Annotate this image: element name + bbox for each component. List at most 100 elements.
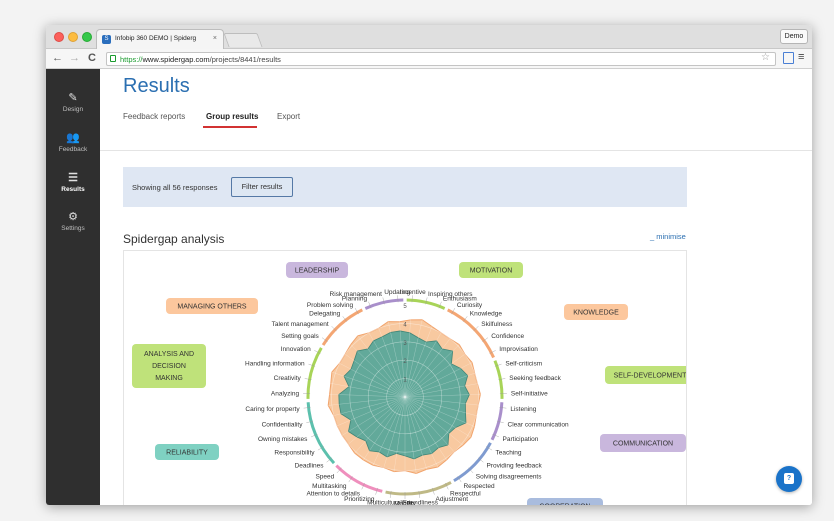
url-path: /projects/8441/results <box>209 55 281 64</box>
help-button[interactable]: ? <box>776 466 802 492</box>
grid-spoke <box>313 396 406 408</box>
item-label: Innovation <box>281 346 311 353</box>
label-tick <box>308 363 316 367</box>
extension-icon[interactable] <box>783 52 794 64</box>
label-tick <box>438 301 442 309</box>
sidebar-item-settings[interactable]: ⚙ Settings <box>46 210 100 232</box>
category-badge <box>564 304 628 320</box>
grid-spoke <box>404 396 456 474</box>
item-label: Multiculturalism <box>367 499 412 505</box>
category-badge <box>166 298 258 314</box>
grid-spoke <box>317 367 406 398</box>
item-label: Confidence <box>491 333 524 340</box>
minimise-link[interactable]: _ minimise <box>650 232 686 241</box>
page-title: Results <box>123 75 190 97</box>
label-tick <box>317 446 325 451</box>
label-tick <box>368 301 372 309</box>
bookmark-star-icon[interactable]: ☆ <box>761 52 770 63</box>
profile-button[interactable]: Demo <box>780 29 808 44</box>
category-badge <box>459 262 523 278</box>
minimize-window-icon[interactable] <box>68 32 78 42</box>
item-label: Responsibility <box>274 450 315 457</box>
browser-tab[interactable]: S Infobip 360 DEMO | Spiderg × <box>96 29 224 49</box>
ring-label: 1 <box>403 378 407 384</box>
item-label: Mobility <box>394 501 417 506</box>
item-label: Adjustment <box>436 496 469 503</box>
category-badge <box>600 434 686 452</box>
grid-spoke <box>398 305 406 398</box>
new-tab-button[interactable] <box>223 33 263 47</box>
category-label: MANAGING OTHERS <box>177 304 247 311</box>
sidebar-item-results[interactable]: ☰ Results <box>46 171 100 193</box>
section-title: Spidergap analysis <box>123 232 225 246</box>
category-label: SELF-DEVELOPMENT <box>614 373 687 380</box>
ring-label: 5 <box>403 304 407 310</box>
gear-icon: ⚙ <box>68 211 78 223</box>
pencil-icon: ✎ <box>68 92 78 104</box>
item-label: Knowledge <box>470 311 503 318</box>
grid-spoke <box>404 343 480 398</box>
active-tab-indicator <box>203 126 257 128</box>
tab-close-icon[interactable]: × <box>212 35 217 42</box>
label-tick <box>397 295 399 303</box>
responses-count: Showing all 56 responses <box>132 183 218 192</box>
grid-spoke <box>320 396 406 434</box>
item-label: Participation <box>503 436 539 443</box>
browser-menu-icon[interactable]: ≡ <box>798 51 805 63</box>
grid-spoke <box>404 316 451 398</box>
item-label: Multitasking <box>312 483 347 490</box>
item-label: Solving disagreements <box>476 473 543 480</box>
item-label: Deadlines <box>295 462 325 469</box>
forward-icon[interactable]: → <box>69 52 80 64</box>
item-label: Self-initiative <box>511 391 548 398</box>
category-label: ANALYSIS AND <box>144 351 194 358</box>
label-tick <box>321 337 328 342</box>
grid-spoke <box>404 380 496 398</box>
category-badge <box>286 262 348 278</box>
category-label: COMMUNICATION <box>613 441 673 448</box>
close-window-icon[interactable] <box>54 32 64 42</box>
sidebar-item-label: Settings <box>61 225 85 232</box>
sidebar-item-design[interactable]: ✎ Design <box>46 91 100 113</box>
item-label: Skilfulness <box>481 321 513 328</box>
tab-group-results[interactable]: Group results <box>206 112 259 121</box>
item-label: Updating <box>384 289 410 296</box>
category-arc <box>335 464 383 493</box>
maximize-window-icon[interactable] <box>82 32 92 42</box>
category-label: LEADERSHIP <box>295 268 340 275</box>
back-icon[interactable]: ← <box>52 52 63 64</box>
grid-spoke <box>314 380 406 398</box>
ring-label: 3 <box>403 341 407 347</box>
label-tick <box>499 407 507 409</box>
grid-spoke <box>391 396 406 489</box>
grid-spoke <box>404 396 445 481</box>
grid-spoke <box>404 396 476 457</box>
reload-icon[interactable]: C <box>88 52 96 64</box>
label-tick <box>336 467 342 474</box>
item-label: Listening <box>510 406 536 413</box>
item-label: Enthusiasm <box>443 295 477 302</box>
item-label: Incentive <box>400 289 426 296</box>
browser-window: S Infobip 360 DEMO | Spiderg × Demo ← → … <box>46 25 812 505</box>
label-tick <box>375 487 378 495</box>
url-host: www.spidergap.com <box>142 55 210 64</box>
tab-export[interactable]: Export <box>277 112 301 121</box>
item-label: Analyzing <box>271 391 300 398</box>
label-tick <box>451 307 456 315</box>
app-sidebar: ✎ Design 👥 Feedback ☰ Results ⚙ Settings <box>46 69 100 505</box>
sidebar-item-feedback[interactable]: 👥 Feedback <box>46 131 100 153</box>
item-label: Owning mistakes <box>258 436 308 443</box>
label-tick <box>303 407 311 409</box>
category-badge <box>132 344 206 388</box>
item-label: Prioritizing <box>344 496 375 503</box>
tab-feedback-reports[interactable]: Feedback reports <box>123 112 186 121</box>
url-field[interactable]: https://www.spidergap.com/projects/8441/… <box>106 52 776 66</box>
grid-spoke <box>315 396 406 421</box>
grid-spoke <box>404 324 462 398</box>
filter-results-button[interactable]: Filter results <box>231 177 293 197</box>
label-tick <box>418 490 421 498</box>
item-label: Attention to details <box>307 490 361 497</box>
item-label: Clear communication <box>508 421 569 428</box>
